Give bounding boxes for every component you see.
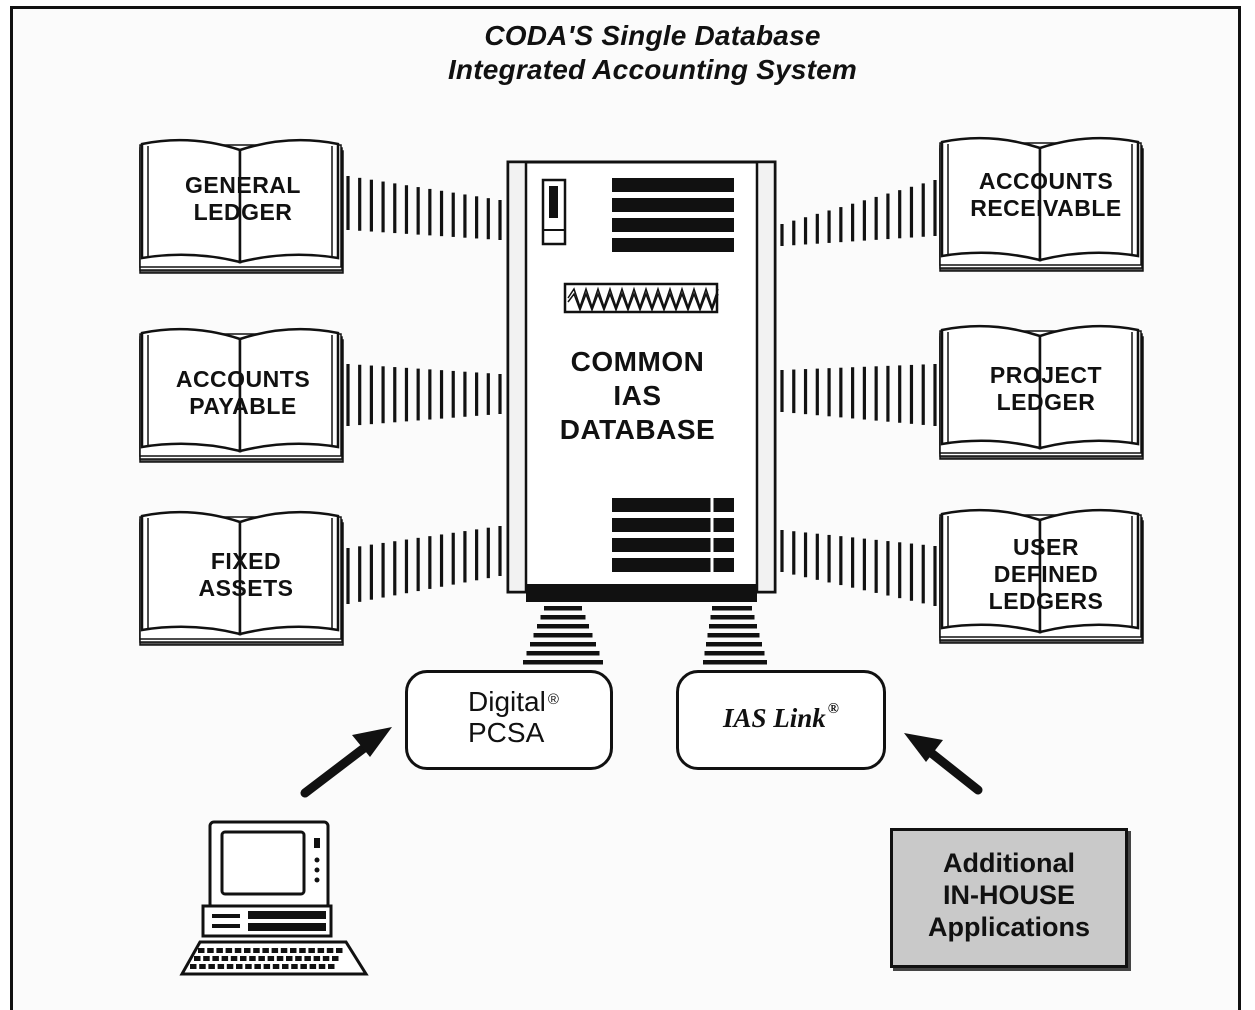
book-icon [939,324,1144,460]
pcsa-connector-stripes [523,606,603,665]
link-accounts-receivable [780,180,937,246]
ias-link-connector-stripes [703,606,767,665]
database-label: COMMON IAS DATABASE [559,346,716,445]
link-fixed-assets [346,526,502,604]
title-line-2: Integrated Accounting System [447,54,858,85]
module-fixed-assets: FIXED ASSETS [198,548,294,601]
registered-mark: ® [827,701,839,717]
link-general-ledger [346,176,502,240]
book-icon [139,510,344,646]
module-accounts-payable: ACCOUNTS PAYABLE [175,366,311,419]
link-user-defined-ledgers [780,530,937,606]
book-icon [939,136,1144,272]
ias-link-text: IAS Link [722,703,826,733]
pcsa-line-2: PCSA [468,717,545,748]
registered-mark: ® [547,691,559,708]
arrow-icon [904,733,983,795]
desktop-computer-icon [179,820,369,976]
book-icon [139,138,344,274]
module-user-defined-ledgers: USER DEFINED LEDGERS [988,534,1104,614]
digital-pcsa-box [405,670,613,770]
book-icon [939,508,1144,644]
link-project-ledger [780,364,937,426]
pcsa-line-1: Digital [468,686,546,717]
book-icon [139,327,344,463]
arrow-icon [300,727,392,798]
module-general-ledger: GENERAL LEDGER [185,172,301,225]
link-accounts-payable [346,364,502,426]
inhouse-applications-box [890,828,1128,968]
title-line-1: CODA'S Single Database [484,20,821,51]
module-accounts-receivable: ACCOUNTS RECEIVABLE [970,168,1122,221]
ias-link-label: IAS Link® [676,701,886,734]
module-project-ledger: PROJECT LEDGER [989,362,1103,415]
ias-link-box [676,670,886,770]
digital-pcsa-label: Digital® PCSA [468,686,608,748]
inhouse-applications-label: Additional IN-HOUSE Applications [927,848,1090,942]
database-cabinet-icon [506,160,777,602]
